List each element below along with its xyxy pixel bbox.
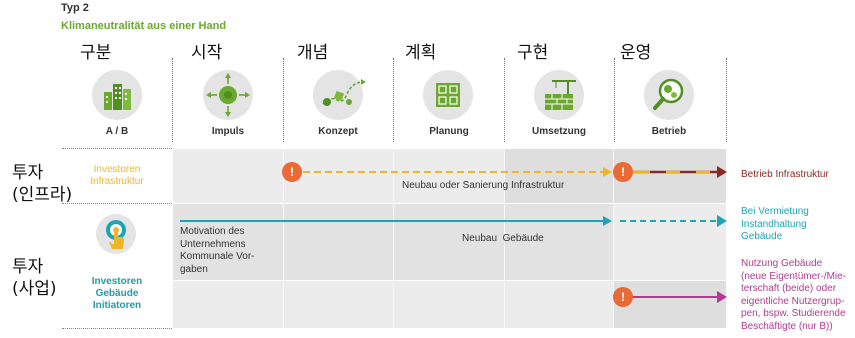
arrowhead	[603, 216, 612, 226]
row-label-business: Investoren Gebäude Initiatoren	[91, 276, 143, 311]
grid-line	[504, 149, 505, 328]
phase-kor-2: 개념	[297, 43, 329, 63]
diagram-subtitle: Klimaneutralität aus einer Hand	[61, 20, 227, 32]
arrowhead	[717, 166, 727, 178]
alert-marker-icon: !	[613, 162, 633, 182]
infra-arrow-label: Neubau oder Sanierung Infrastruktur	[402, 180, 565, 191]
phase-kor-5: 운영	[620, 43, 652, 63]
phase-kor-0: 구분	[80, 43, 112, 63]
buildings-icon	[92, 70, 142, 120]
row-kor-infra: 투자 (인프라)	[12, 163, 73, 205]
construction-crane-icon	[534, 70, 584, 120]
column-divider	[393, 58, 394, 142]
arrowhead	[717, 215, 727, 227]
magnifier-gears-icon	[644, 70, 694, 120]
floorplan-icon	[423, 70, 473, 120]
impulse-arrows-icon	[203, 70, 253, 120]
grid-line	[613, 149, 614, 328]
arrowhead	[603, 167, 612, 177]
column-divider	[172, 58, 173, 142]
phase-name-2: Konzept	[318, 126, 358, 137]
hand-touch-icon	[96, 214, 136, 254]
end-text-infra: Betrieb Infrastruktur	[741, 169, 829, 180]
column-divider	[283, 58, 284, 142]
column-divider	[504, 58, 505, 142]
end-text-usage: Nutzung Gebäude (neue Eigentümer-/Mie- t…	[741, 258, 847, 332]
concept-path-icon	[313, 70, 366, 120]
motivation-text: Motivation des Unternehmens Kommunale Vo…	[180, 226, 255, 275]
phase-kor-4: 구현	[517, 43, 549, 63]
grid-line	[393, 149, 394, 328]
business-arrow-label: Neubau Gebäude	[462, 233, 544, 244]
phase-name-4: Umsetzung	[532, 126, 586, 137]
column-divider	[614, 58, 615, 142]
grid-cell	[614, 281, 726, 328]
row-label-infra: Investoren Infrastruktur	[90, 164, 144, 187]
phase-name-5: Betrieb	[651, 126, 687, 137]
end-text-rental: Bei Vermietung Instandhaltung Gebäude	[741, 206, 809, 242]
column-divider	[726, 58, 727, 142]
row-kor-business: 투자 (사업)	[12, 257, 57, 299]
row-divider	[62, 148, 172, 149]
row-divider	[62, 203, 172, 204]
phase-kor-1: 시작	[191, 43, 223, 63]
grid-line	[283, 149, 284, 328]
phase-kor-3: 계획	[405, 43, 437, 63]
alert-marker-icon: !	[282, 162, 302, 182]
row-divider	[62, 328, 172, 329]
phase-name-3: Planung	[429, 126, 469, 137]
grid-cell	[614, 149, 726, 203]
alert-marker-icon: !	[613, 287, 633, 307]
type-label: Typ 2	[61, 2, 89, 14]
grid-cell	[504, 149, 613, 203]
phase-name-1: Impuls	[211, 126, 245, 137]
grid-cell	[614, 204, 726, 280]
arrowhead	[717, 291, 727, 303]
phase-name-0: A / B	[105, 126, 129, 137]
